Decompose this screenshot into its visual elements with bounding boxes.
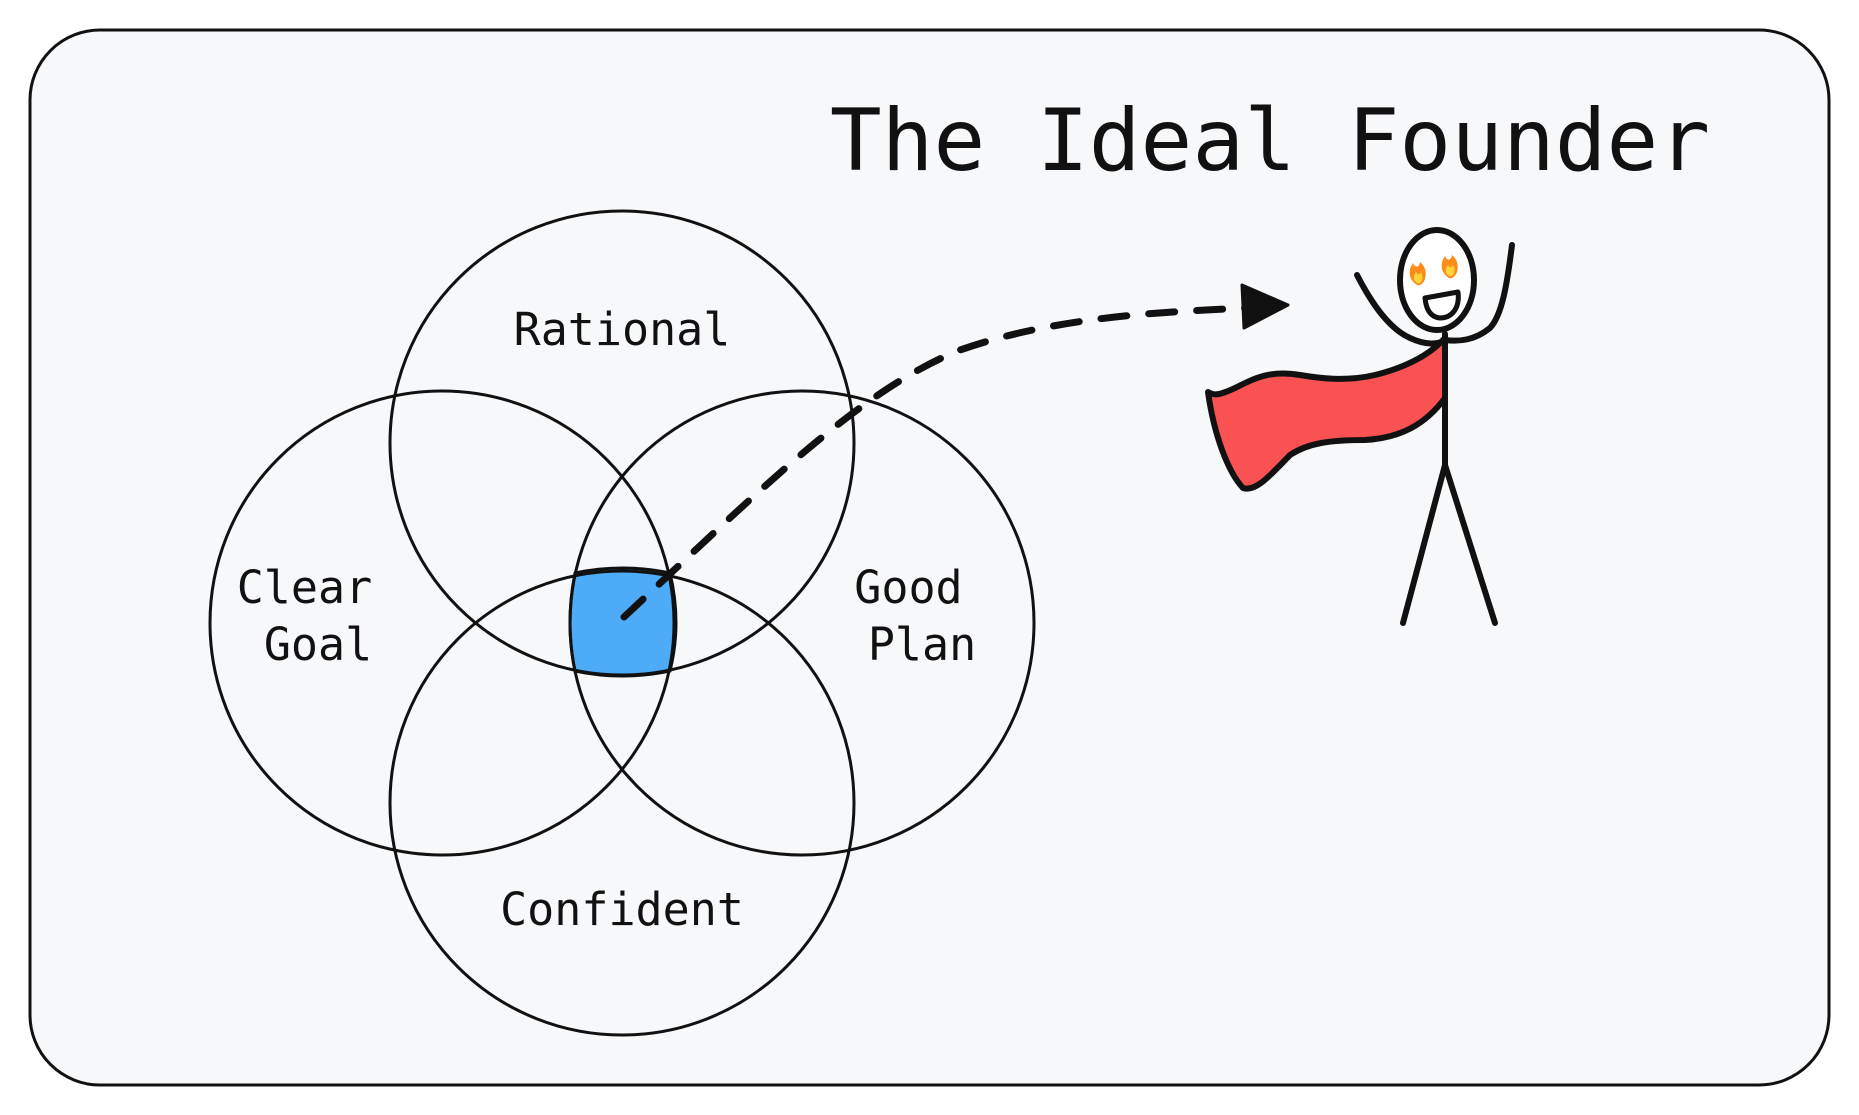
figure-left-leg	[1400, 462, 1448, 626]
venn-label-good-plan-line-1: Good	[854, 561, 962, 614]
card-frame	[28, 28, 1831, 1087]
venn-diagram: Rational Clear Goal Good Plan Confident	[208, 209, 1036, 1037]
venn-label-clear-goal: Clear Goal	[237, 561, 400, 671]
figure-right-arm	[1442, 242, 1515, 344]
venn-label-confident: Confident	[500, 883, 744, 936]
dashed-arrow	[620, 283, 1290, 621]
venn-circle-clear-goal	[208, 389, 676, 857]
dashed-arrow-line	[620, 304, 1249, 621]
fire-icon	[1441, 255, 1458, 279]
stick-figure-founder	[1205, 227, 1515, 626]
venn-circle-confident	[388, 569, 856, 1037]
figure-left-arm	[1354, 272, 1448, 347]
fire-icon	[1409, 262, 1426, 286]
venn-circle-good-plan	[568, 389, 1036, 857]
venn-label-clear-goal-line-1: Clear	[237, 561, 372, 614]
figure-mouth	[1422, 289, 1461, 321]
venn-label-good-plan: Good Plan	[854, 561, 989, 671]
diagram-title: The Ideal Founder	[830, 91, 1710, 191]
venn-label-rational: Rational	[514, 303, 731, 356]
figure-right-leg	[1442, 462, 1498, 626]
venn-label-clear-goal-line-2: Goal	[264, 618, 372, 671]
venn-label-good-plan-line-2: Plan	[868, 618, 976, 671]
arrow-head-icon	[1240, 283, 1290, 330]
red-cape	[1205, 335, 1448, 492]
venn-circle-rational	[388, 209, 856, 677]
